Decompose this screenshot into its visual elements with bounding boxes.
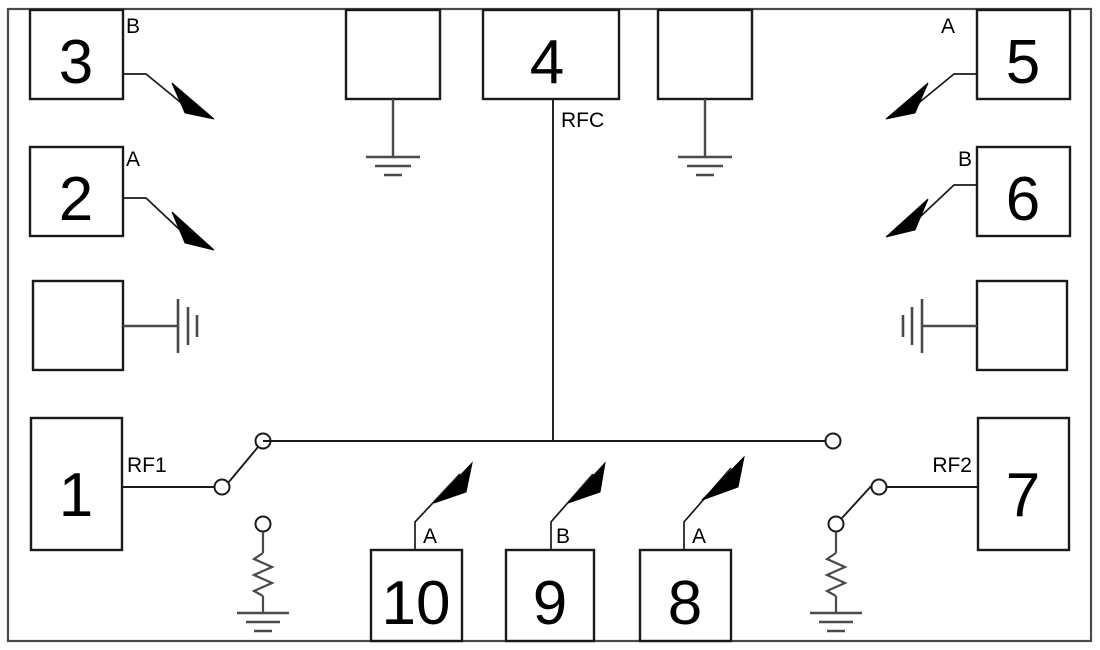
port-label-rfc: RFC [561, 109, 604, 132]
arrowhead-2 [171, 211, 215, 251]
switch-left-blade [227, 446, 259, 484]
switch-right-blade [841, 482, 875, 519]
port-label-a-top-left: A [126, 148, 140, 171]
callout-box-4-rect [481, 8, 621, 101]
resistor-ground-right [810, 532, 862, 633]
resistor-symbol-left [251, 552, 275, 597]
switch-left-throw-node-2 [254, 515, 272, 533]
callout-box-5-number: 5 [1006, 28, 1040, 97]
callout-box-8-number: 8 [668, 569, 702, 638]
left-blank-box-with-ground [31, 279, 199, 372]
callout-box-10-number: 10 [382, 569, 451, 638]
right-blank-box-with-ground [901, 279, 1069, 372]
callout-box-5: 5 [975, 8, 1072, 101]
callout-box-5-rect [975, 8, 1072, 101]
switch-right-throw-node-2 [827, 515, 845, 533]
top-center-left-box-rect [344, 8, 442, 101]
callout-box-4: 4 [481, 8, 621, 101]
spdt-switch-right [824, 432, 888, 533]
callout-box-10-rect [369, 548, 464, 643]
callout-box-10: 10 [369, 548, 464, 643]
switch-left-common-node [213, 478, 231, 496]
ground-symbol-top-center-left [366, 155, 420, 177]
callout-box-9-rect [504, 548, 596, 643]
switch-right-common-node [870, 478, 888, 496]
callout-box-6: 6 [975, 145, 1072, 238]
ground-symbol-top-center-right [678, 155, 732, 177]
port-label-b-bottom-center: B [556, 525, 570, 548]
ground-symbol-left-bottom [237, 611, 289, 633]
callout-box-2-number: 2 [59, 165, 93, 234]
callout-box-3-rect [28, 8, 125, 101]
callout-box-1-number: 1 [59, 461, 93, 530]
callout-box-8: 8 [638, 548, 733, 643]
callout-box-7-rect [976, 416, 1071, 552]
leader-line-6 [885, 184, 977, 238]
rotated-ground-symbol-right [901, 299, 924, 353]
port-label-rf2: RF2 [932, 454, 972, 477]
callout-box-8-rect [638, 548, 733, 643]
callout-box-6-number: 6 [1006, 165, 1040, 234]
leader-line-3 [123, 73, 215, 120]
leader-line-2 [123, 197, 215, 251]
port-label-rf1: RF1 [127, 454, 167, 477]
leader-line-5 [885, 73, 977, 120]
left-blank-box-rect [31, 279, 125, 372]
callout-box-3-number: 3 [59, 28, 93, 97]
leader-line-9 [550, 461, 606, 550]
top-center-right-blank-box [656, 8, 754, 177]
callout-box-2-rect [28, 145, 125, 238]
switch-right-throw-node-1 [824, 432, 842, 450]
arrowhead-10 [433, 461, 473, 504]
callout-box-4-number: 4 [530, 28, 564, 97]
callout-box-9: 9 [504, 548, 596, 643]
callout-box-6-rect [975, 145, 1072, 238]
port-label-a-bottom-left: A [423, 525, 437, 548]
resistor-ground-left [237, 532, 289, 633]
rotated-ground-symbol-left [176, 299, 199, 353]
arrowhead-5 [885, 82, 929, 120]
leader-line-10 [414, 461, 473, 550]
leader-line-8 [683, 455, 745, 550]
callout-box-9-number: 9 [533, 569, 567, 638]
port-label-a-top-right: A [941, 15, 955, 38]
callout-box-1: 1 [29, 416, 124, 552]
port-label-a-bottom-right: A [692, 525, 706, 548]
callout-box-3: 3 [28, 8, 125, 101]
top-center-left-blank-box [344, 8, 442, 177]
ground-symbol-right-bottom [810, 611, 862, 633]
callout-box-7-number: 7 [1006, 461, 1040, 530]
arrowhead-9 [567, 461, 606, 504]
callout-box-7: 7 [976, 416, 1071, 552]
arrowhead-6 [885, 198, 929, 238]
port-label-b-top-left: B [126, 15, 140, 38]
callout-box-1-rect [29, 416, 124, 552]
arrowhead-3 [171, 82, 215, 120]
top-center-right-box-rect [656, 8, 754, 101]
resistor-symbol-right [824, 552, 848, 597]
arrowhead-8 [701, 455, 745, 501]
port-label-b-top-right: B [958, 148, 972, 171]
callout-box-2: 2 [28, 145, 125, 238]
right-blank-box-rect [975, 279, 1069, 372]
